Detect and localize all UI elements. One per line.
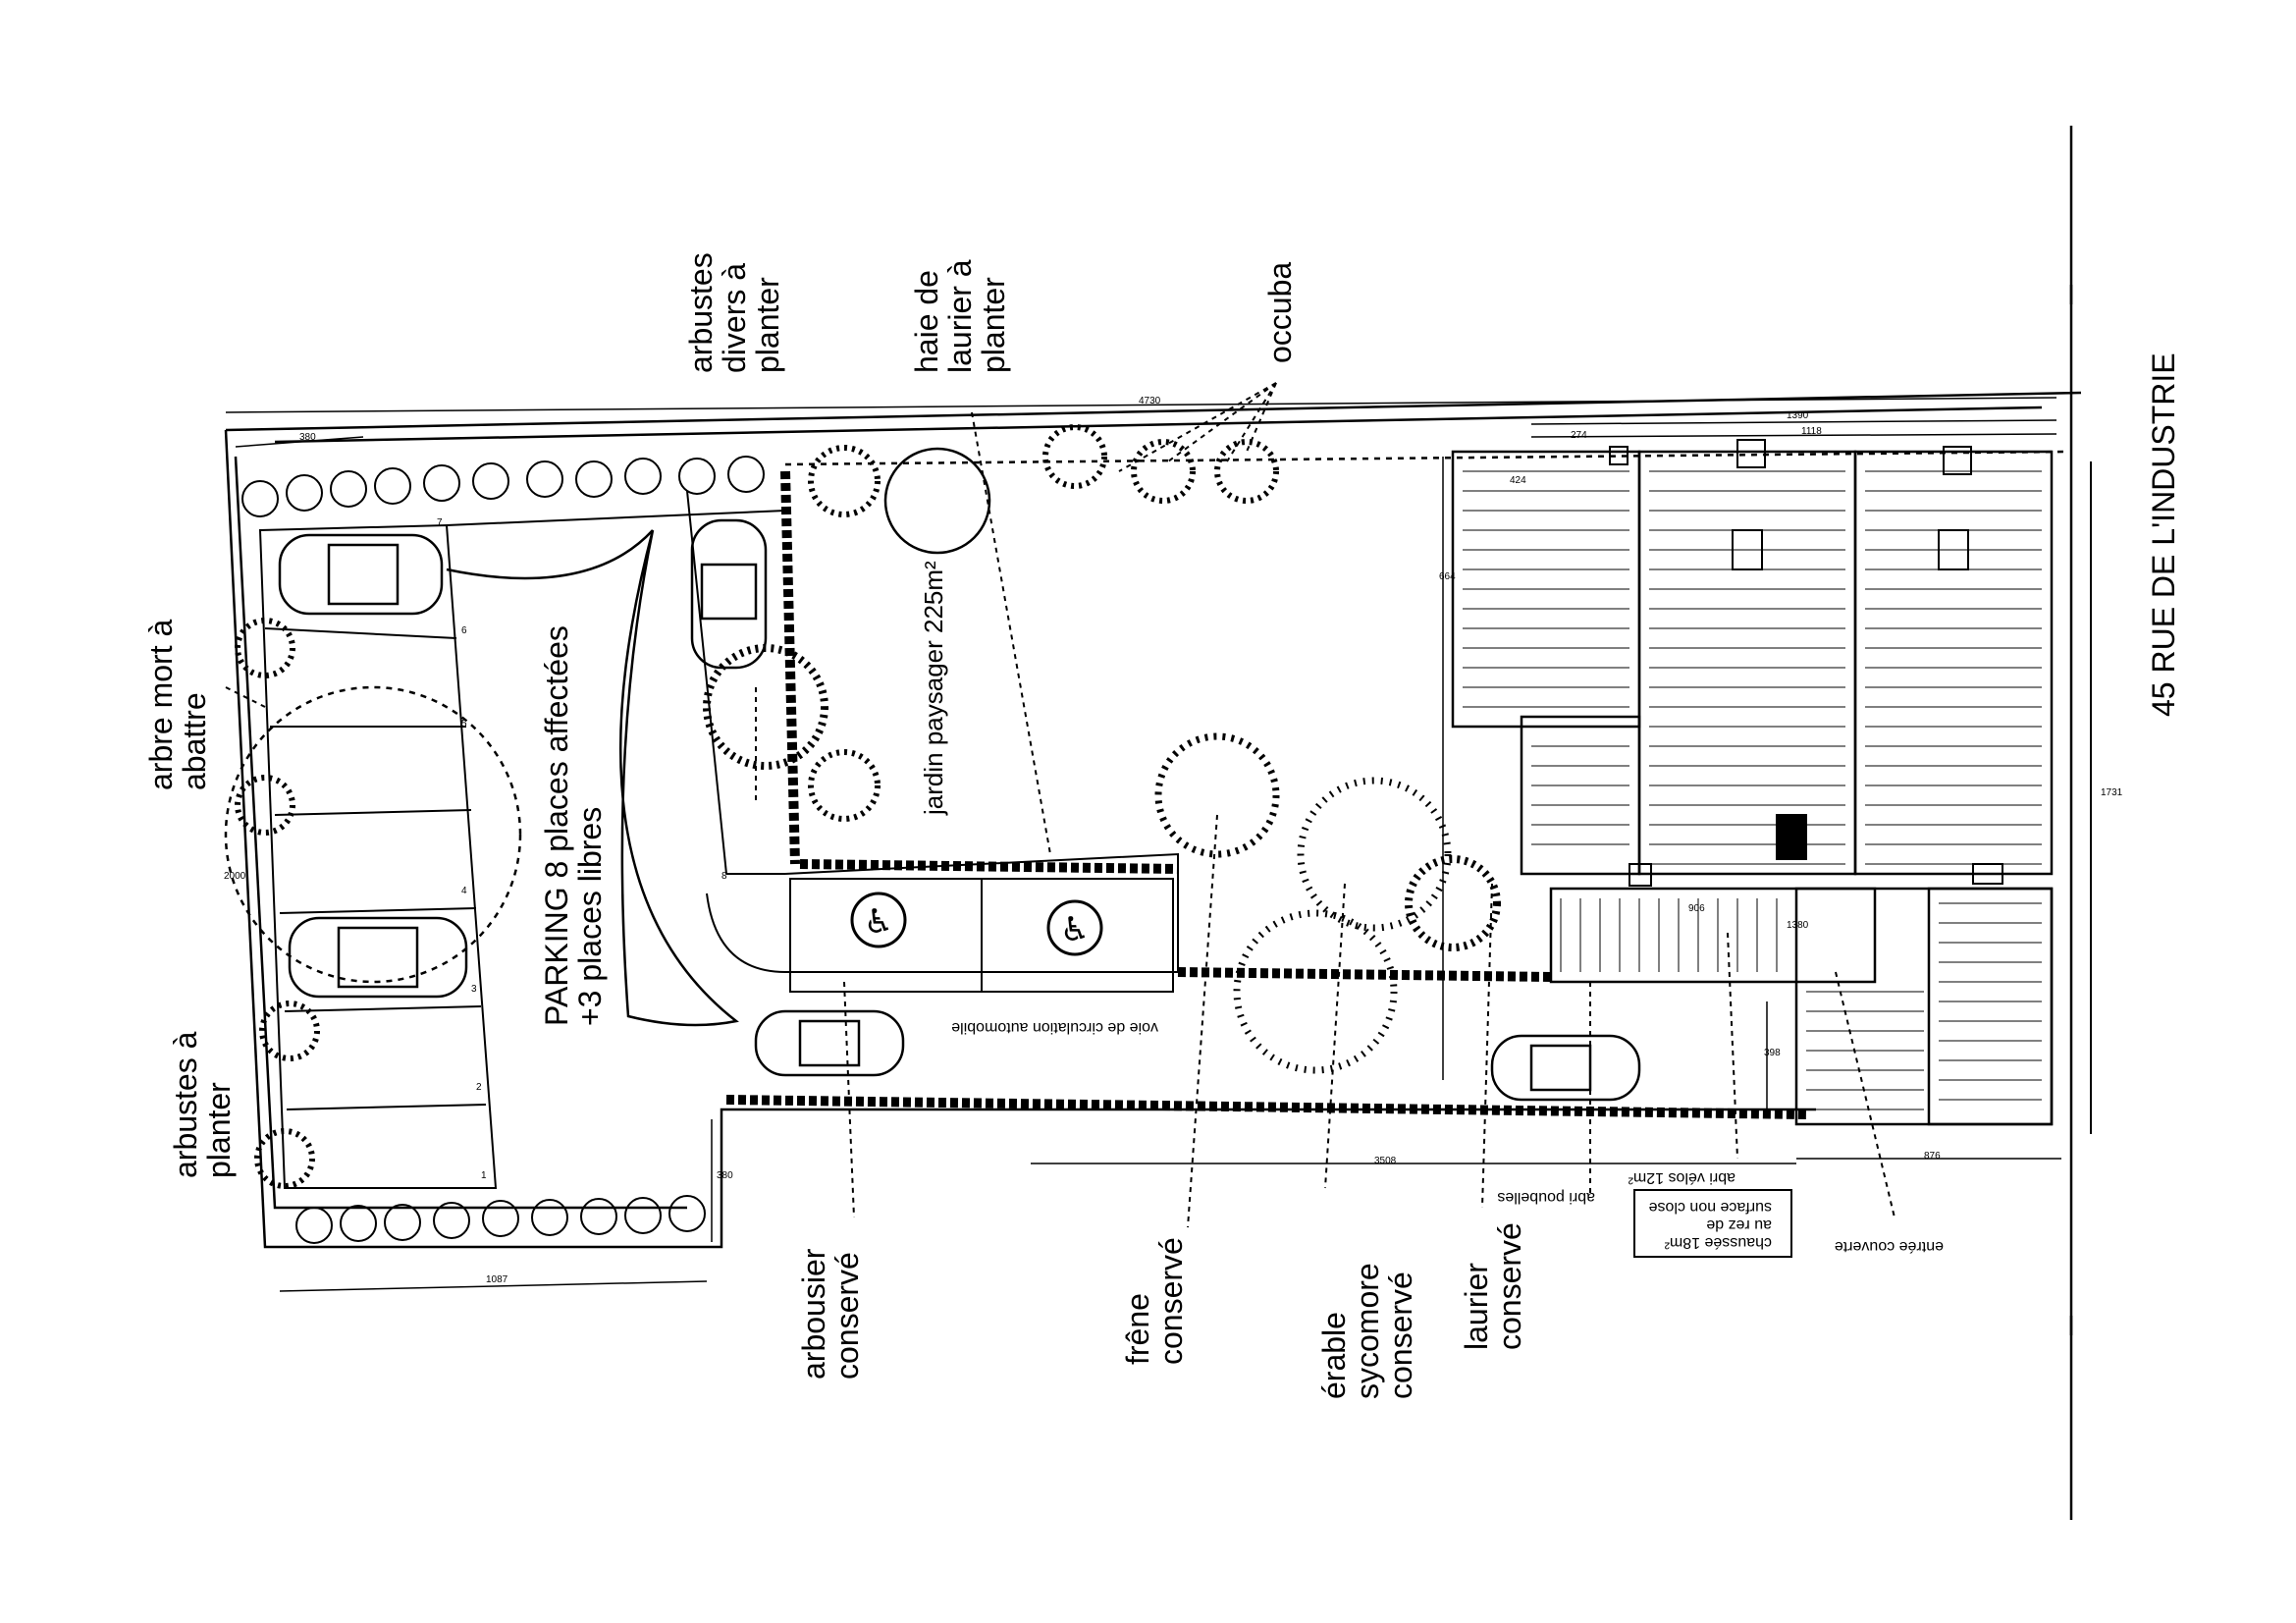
svg-text:érable: érable: [1316, 1312, 1352, 1399]
car-icon: [754, 1009, 905, 1077]
dimension-label: 274: [1571, 430, 1587, 441]
parking-number: 7: [437, 517, 443, 528]
circulation-path: [446, 529, 739, 1027]
label-arbustes-planter: arbustes à planter: [168, 1031, 237, 1178]
svg-text:abattre: abattre: [177, 692, 212, 790]
leader-lines: [225, 382, 1896, 1228]
label-surface-box: chaussée 18m² au rez de surface non clos…: [1633, 1189, 1792, 1258]
parking-number: 3: [471, 984, 477, 995]
svg-text:frêne: frêne: [1120, 1293, 1155, 1365]
dimension-label: 3508: [1374, 1156, 1397, 1166]
label-abri-velos: abri vélos 12m²: [1628, 1169, 1735, 1186]
dimension-label: 1118: [1801, 426, 1822, 437]
label-abri-poubelles: abri poubelles: [1497, 1189, 1595, 1206]
wheelchair-icon: ♿: [850, 892, 907, 948]
label-erable: érable sycomore conservé: [1316, 1263, 1418, 1399]
svg-text:conservé: conservé: [1153, 1237, 1189, 1365]
building: [1451, 450, 2054, 1126]
accessible-parking: [789, 878, 1174, 993]
dimension-label: 1087: [486, 1274, 508, 1285]
tree-canopy-dashed: [224, 685, 522, 984]
svg-text:arbustes: arbustes: [683, 252, 719, 373]
dimension-label: 1380: [1787, 920, 1809, 931]
car-icon: [1490, 1034, 1641, 1102]
svg-text:+3 places libres: +3 places libres: [572, 807, 608, 1026]
dimension-label: 876: [1924, 1151, 1941, 1162]
dimension-label: 1390: [1787, 410, 1809, 421]
svg-text:♿: ♿: [1060, 910, 1090, 949]
svg-text:arbustes à: arbustes à: [168, 1031, 203, 1178]
street-name: 45 RUE DE L'INDUSTRIE: [2146, 352, 2181, 717]
parking-number: 4: [461, 886, 467, 896]
svg-text:planter: planter: [750, 277, 785, 373]
svg-text:conservé: conservé: [1383, 1271, 1418, 1399]
parking-number: 2: [476, 1082, 482, 1093]
wheelchair-icon: ♿: [1046, 899, 1103, 956]
shrub-cluster: [235, 424, 1501, 1189]
label-laurier: laurier conservé: [1459, 1222, 1527, 1350]
svg-text:arbre mort à: arbre mort à: [143, 620, 179, 790]
shrub-row-top: [241, 456, 765, 517]
dimension-labels: 4730 1390 1118 274 424 380 2000 1087 380…: [224, 396, 2123, 1285]
svg-text:planter: planter: [976, 277, 1011, 373]
dimension-label: 664: [1439, 571, 1456, 582]
parking-number: 6: [461, 625, 467, 636]
label-haie-laurier: haie de laurier à planter: [909, 259, 1011, 373]
svg-text:arbousier: arbousier: [796, 1248, 831, 1380]
dimension-label: 380: [299, 432, 316, 443]
svg-text:conservé: conservé: [829, 1252, 865, 1380]
alignment-dashed-line: [784, 450, 2067, 466]
svg-text:haie de: haie de: [909, 270, 944, 373]
label-frene: frêne conservé: [1120, 1237, 1189, 1365]
car-icon: [278, 533, 444, 616]
svg-text:PARKING 8 places affectées: PARKING 8 places affectées: [539, 625, 574, 1026]
dimension-label: 398: [1764, 1048, 1781, 1058]
label-arbousier: arbousier conservé: [796, 1248, 865, 1380]
shrub-row-bottom: [295, 1195, 706, 1244]
hedge: [725, 470, 1807, 1119]
label-entree: entrée couverte: [1835, 1238, 1944, 1255]
dimension-label: 4730: [1139, 396, 1161, 406]
parking-area: [258, 490, 1179, 1189]
svg-text:planter: planter: [201, 1082, 237, 1178]
dimension-label: 1731: [2101, 787, 2123, 798]
label-voie: voie de circulation automobile: [951, 1019, 1158, 1036]
svg-text:laurier: laurier: [1459, 1263, 1494, 1350]
parking-numbers: 7 6 5 4 3 2 1 8: [437, 517, 727, 1181]
svg-text:au rez de: au rez de: [1706, 1217, 1772, 1233]
label-arbustes-divers: arbustes divers à planter: [683, 252, 785, 373]
label-arbre-mort: arbre mort à abattre: [143, 620, 212, 790]
label-parking: PARKING 8 places affectées +3 places lib…: [539, 625, 608, 1026]
svg-text:chaussée 18m²: chaussée 18m²: [1664, 1234, 1772, 1251]
dimension-label: 380: [717, 1170, 733, 1181]
svg-text:divers à: divers à: [717, 263, 752, 373]
svg-text:conservé: conservé: [1492, 1222, 1527, 1350]
building-hatching: [1463, 470, 2042, 1110]
label-occuba: occuba: [1262, 262, 1298, 363]
chimney-icons: [1609, 439, 2003, 887]
label-jardin: jardin paysager 225m²: [919, 561, 948, 816]
car-icon: [288, 916, 468, 999]
parking-number: 8: [721, 871, 727, 882]
dimension-label: 906: [1688, 903, 1705, 914]
svg-text:laurier à: laurier à: [942, 259, 978, 373]
tree-icon: [883, 447, 991, 555]
dimension-lines: [225, 397, 2061, 1292]
car-icon: [690, 518, 768, 670]
parking-number: 5: [461, 719, 467, 730]
svg-text:surface non close: surface non close: [1648, 1199, 1772, 1216]
svg-text:sycomore: sycomore: [1350, 1263, 1385, 1399]
svg-text:♿: ♿: [864, 902, 893, 942]
dimension-label: 2000: [224, 871, 246, 882]
parking-number: 1: [481, 1170, 487, 1181]
dimension-label: 424: [1510, 475, 1526, 486]
